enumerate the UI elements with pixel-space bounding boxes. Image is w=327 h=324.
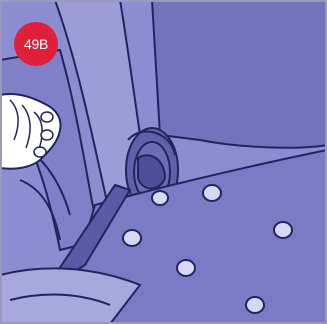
step-badge: 49B	[14, 22, 58, 66]
fabric-cover	[152, 0, 327, 148]
hole	[123, 230, 141, 246]
step-number: 49B	[24, 36, 48, 52]
hole	[177, 260, 195, 276]
hole	[246, 297, 264, 313]
hole	[152, 191, 168, 205]
hole	[274, 222, 292, 238]
hole	[203, 185, 221, 201]
